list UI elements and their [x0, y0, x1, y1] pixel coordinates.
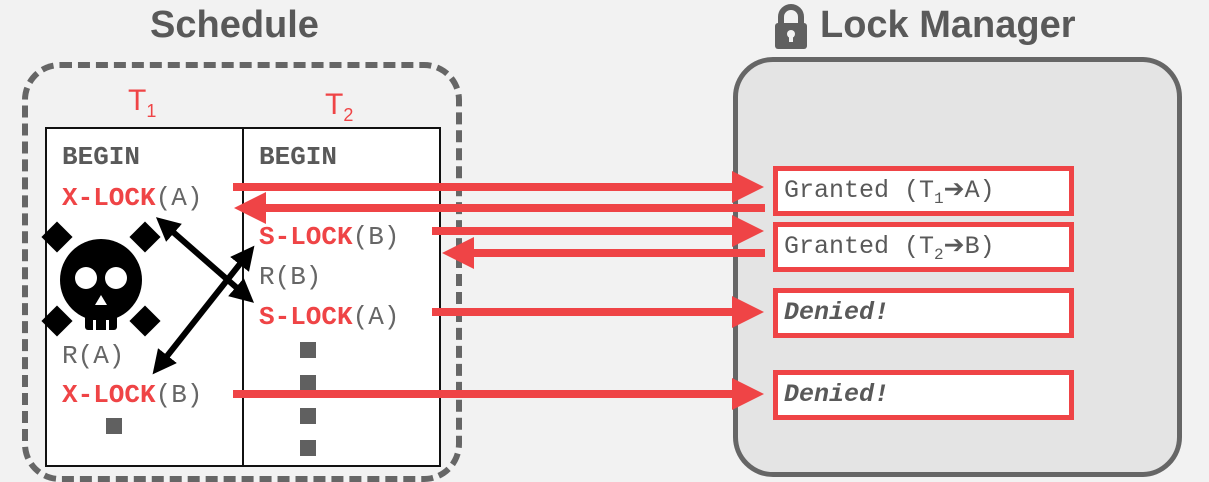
response-denied-t1: Denied! [773, 370, 1074, 420]
continuation-dot [106, 418, 122, 434]
t1-xlock-a: X-LOCK(A) [62, 183, 203, 213]
response-granted-t2-b: Granted (T2➔B) [773, 222, 1074, 272]
t2-slock-a: S-LOCK(A) [259, 302, 400, 332]
skull-crossbones-icon [41, 221, 161, 337]
t1-begin: BEGIN [62, 142, 141, 172]
response-denied-t2: Denied! [773, 288, 1074, 338]
lock-manager-title: Lock Manager [820, 4, 1076, 46]
arrows-layer [41, 171, 765, 410]
continuation-dot [300, 408, 316, 424]
lock-icon [773, 4, 809, 55]
response-granted-t1-a: Granted (T1➔A) [773, 166, 1074, 216]
t2-begin: BEGIN [259, 142, 338, 172]
t2-read-b: R(B) [259, 262, 322, 292]
wait-for-arrow [155, 217, 255, 303]
schedule-title: Schedule [150, 4, 319, 46]
t2-slock-b: S-LOCK(B) [259, 222, 400, 252]
wait-for-arrow [152, 245, 255, 375]
t1-xlock-b: X-LOCK(B) [62, 380, 203, 410]
t1-label: T1 [128, 84, 157, 121]
continuation-dot [300, 375, 316, 391]
t1-read-a: R(A) [62, 341, 125, 371]
t2-label: T2 [325, 88, 354, 125]
continuation-dot [300, 342, 316, 358]
